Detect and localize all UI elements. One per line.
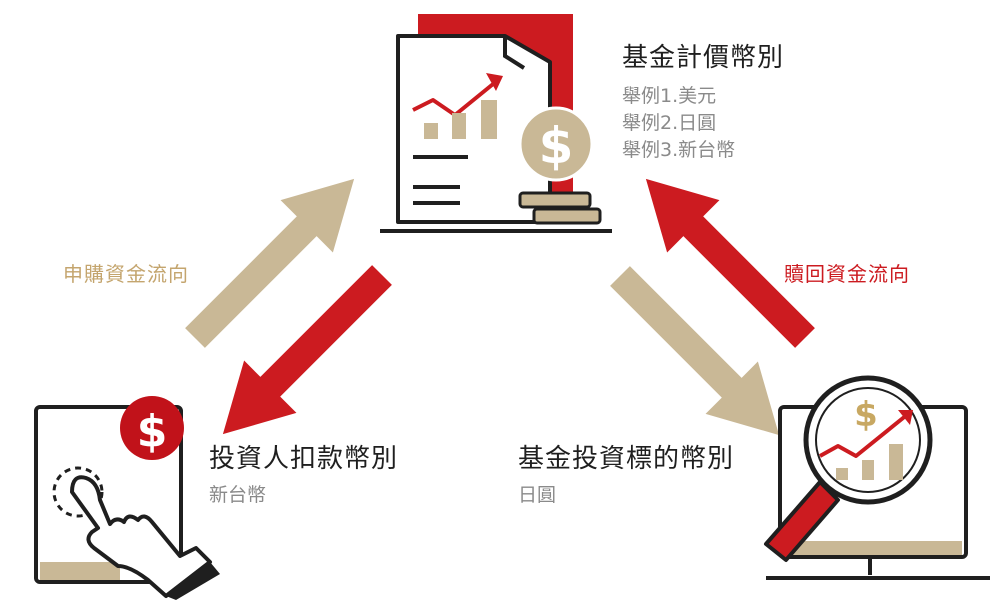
target-currency-value: 日圓 (518, 484, 557, 506)
subscription-arrow-up (168, 152, 381, 365)
fund-currency-examples: 舉例1.美元 舉例2.日圓 舉例3.新台幣 (622, 83, 735, 164)
fund-currency-example: 舉例2.日圓 (622, 112, 717, 134)
target-currency-title: 基金投資標的幣別 (518, 444, 735, 474)
fund-currency-example: 舉例1.美元 (622, 85, 717, 107)
svg-text:$: $ (137, 406, 168, 457)
fund-currency-example: 舉例3.新台幣 (622, 139, 736, 161)
subscription-arrow-down-right (593, 249, 806, 462)
svg-text:$: $ (854, 395, 878, 435)
svg-text:$: $ (539, 117, 574, 175)
investor-currency-value: 新台幣 (209, 484, 267, 506)
fund-document-coins-icon: $ (380, 14, 612, 233)
investor-currency-title: 投資人扣款幣別 (209, 444, 399, 474)
refund-arrow-down-left (196, 248, 409, 461)
subscription-flow-label: 申購資金流向 (63, 262, 189, 286)
fund-currency-title: 基金計價幣別 (622, 43, 785, 73)
tablet-tap-dollar-icon: $ (34, 396, 220, 600)
redemption-flow-label: 贖回資金流向 (784, 262, 910, 286)
monitor-magnifier-chart-icon: $ (764, 375, 990, 580)
